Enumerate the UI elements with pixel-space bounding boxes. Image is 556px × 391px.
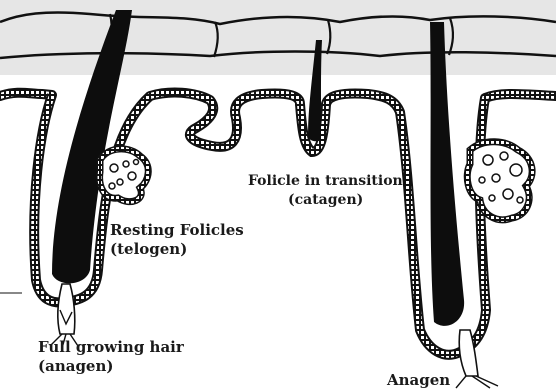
label-resting-folicles-line1: Resting Folicles xyxy=(110,221,244,240)
label-folicle-in-transition: Folicle in transition (catagen) xyxy=(248,172,403,210)
label-folicle-in-transition-line2: (catagen) xyxy=(248,191,403,210)
label-anagen-line1: Anagen xyxy=(387,371,450,390)
label-full-growing-hair: Full growing hair (anagen) xyxy=(38,338,184,376)
sebaceous-gland-left xyxy=(100,149,149,202)
dermal-papilla-left xyxy=(58,284,75,334)
label-folicle-in-transition-line1: Folicle in transition xyxy=(248,172,403,191)
label-anagen: Anagen xyxy=(387,371,450,390)
label-resting-folicles-line2: (telogen) xyxy=(110,240,244,259)
papilla-roots-right xyxy=(456,376,498,388)
label-full-growing-hair-line1: Full growing hair xyxy=(38,338,184,357)
label-full-growing-hair-line2: (anagen) xyxy=(38,357,184,376)
label-resting-folicles: Resting Folicles (telogen) xyxy=(110,221,244,259)
skin-surface-layer xyxy=(0,0,556,75)
